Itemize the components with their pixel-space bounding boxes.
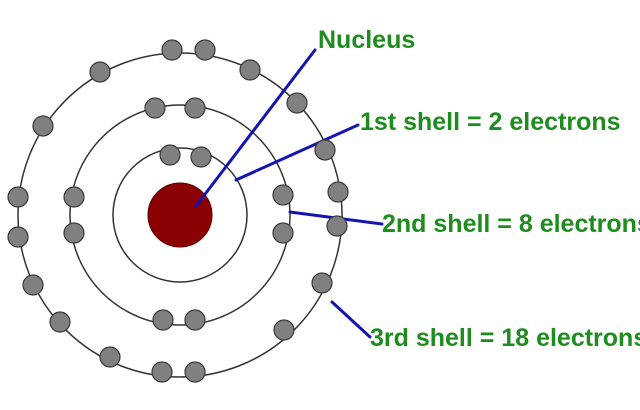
- shell3-label: 3rd shell = 18 electrons: [370, 324, 640, 352]
- electron-shell2: [63, 186, 85, 208]
- electron-shell3: [314, 139, 336, 161]
- electrons: [7, 39, 349, 383]
- electron-shell3: [89, 61, 111, 83]
- electron-shell2: [63, 222, 85, 244]
- electron-shell2: [184, 97, 206, 119]
- electron-shell3: [311, 272, 333, 294]
- nucleus-leader-line: [194, 48, 317, 208]
- electron-shell3: [184, 361, 206, 383]
- electron-shell3: [7, 226, 29, 248]
- electron-shell3: [239, 59, 261, 81]
- electron-shell3: [49, 311, 71, 333]
- electron-shell3: [161, 39, 183, 61]
- second-shell-orbit: [69, 104, 291, 326]
- nucleus: [147, 182, 213, 248]
- electron-shell3: [286, 92, 308, 114]
- shell1-label: 1st shell = 2 electrons: [360, 108, 621, 136]
- electron-shell3: [32, 115, 54, 137]
- nucleus-label: Nucleus: [318, 26, 415, 54]
- electron-shell2: [152, 309, 174, 331]
- electron-shell2: [272, 184, 294, 206]
- electron-shell3: [7, 186, 29, 208]
- shell1-leader-line: [234, 123, 360, 182]
- electron-shell3: [151, 361, 173, 383]
- electron-shell3: [99, 346, 121, 368]
- first-shell-orbit: [112, 147, 248, 283]
- electron-shell3: [194, 39, 216, 61]
- electron-shell2: [272, 222, 294, 244]
- electron-shell1: [159, 144, 181, 166]
- electron-shell3: [327, 181, 349, 203]
- electron-shell2: [144, 97, 166, 119]
- electron-shell3: [326, 215, 348, 237]
- electron-shell1: [190, 146, 212, 168]
- electron-shell3: [273, 319, 295, 341]
- shell3-leader-line: [330, 300, 372, 339]
- labels: Nucleus 1st shell = 2 electrons 2nd shel…: [318, 26, 640, 352]
- shell2-label: 2nd shell = 8 electrons: [382, 210, 640, 238]
- electron-shell3: [22, 274, 44, 296]
- electron-shell2: [184, 309, 206, 331]
